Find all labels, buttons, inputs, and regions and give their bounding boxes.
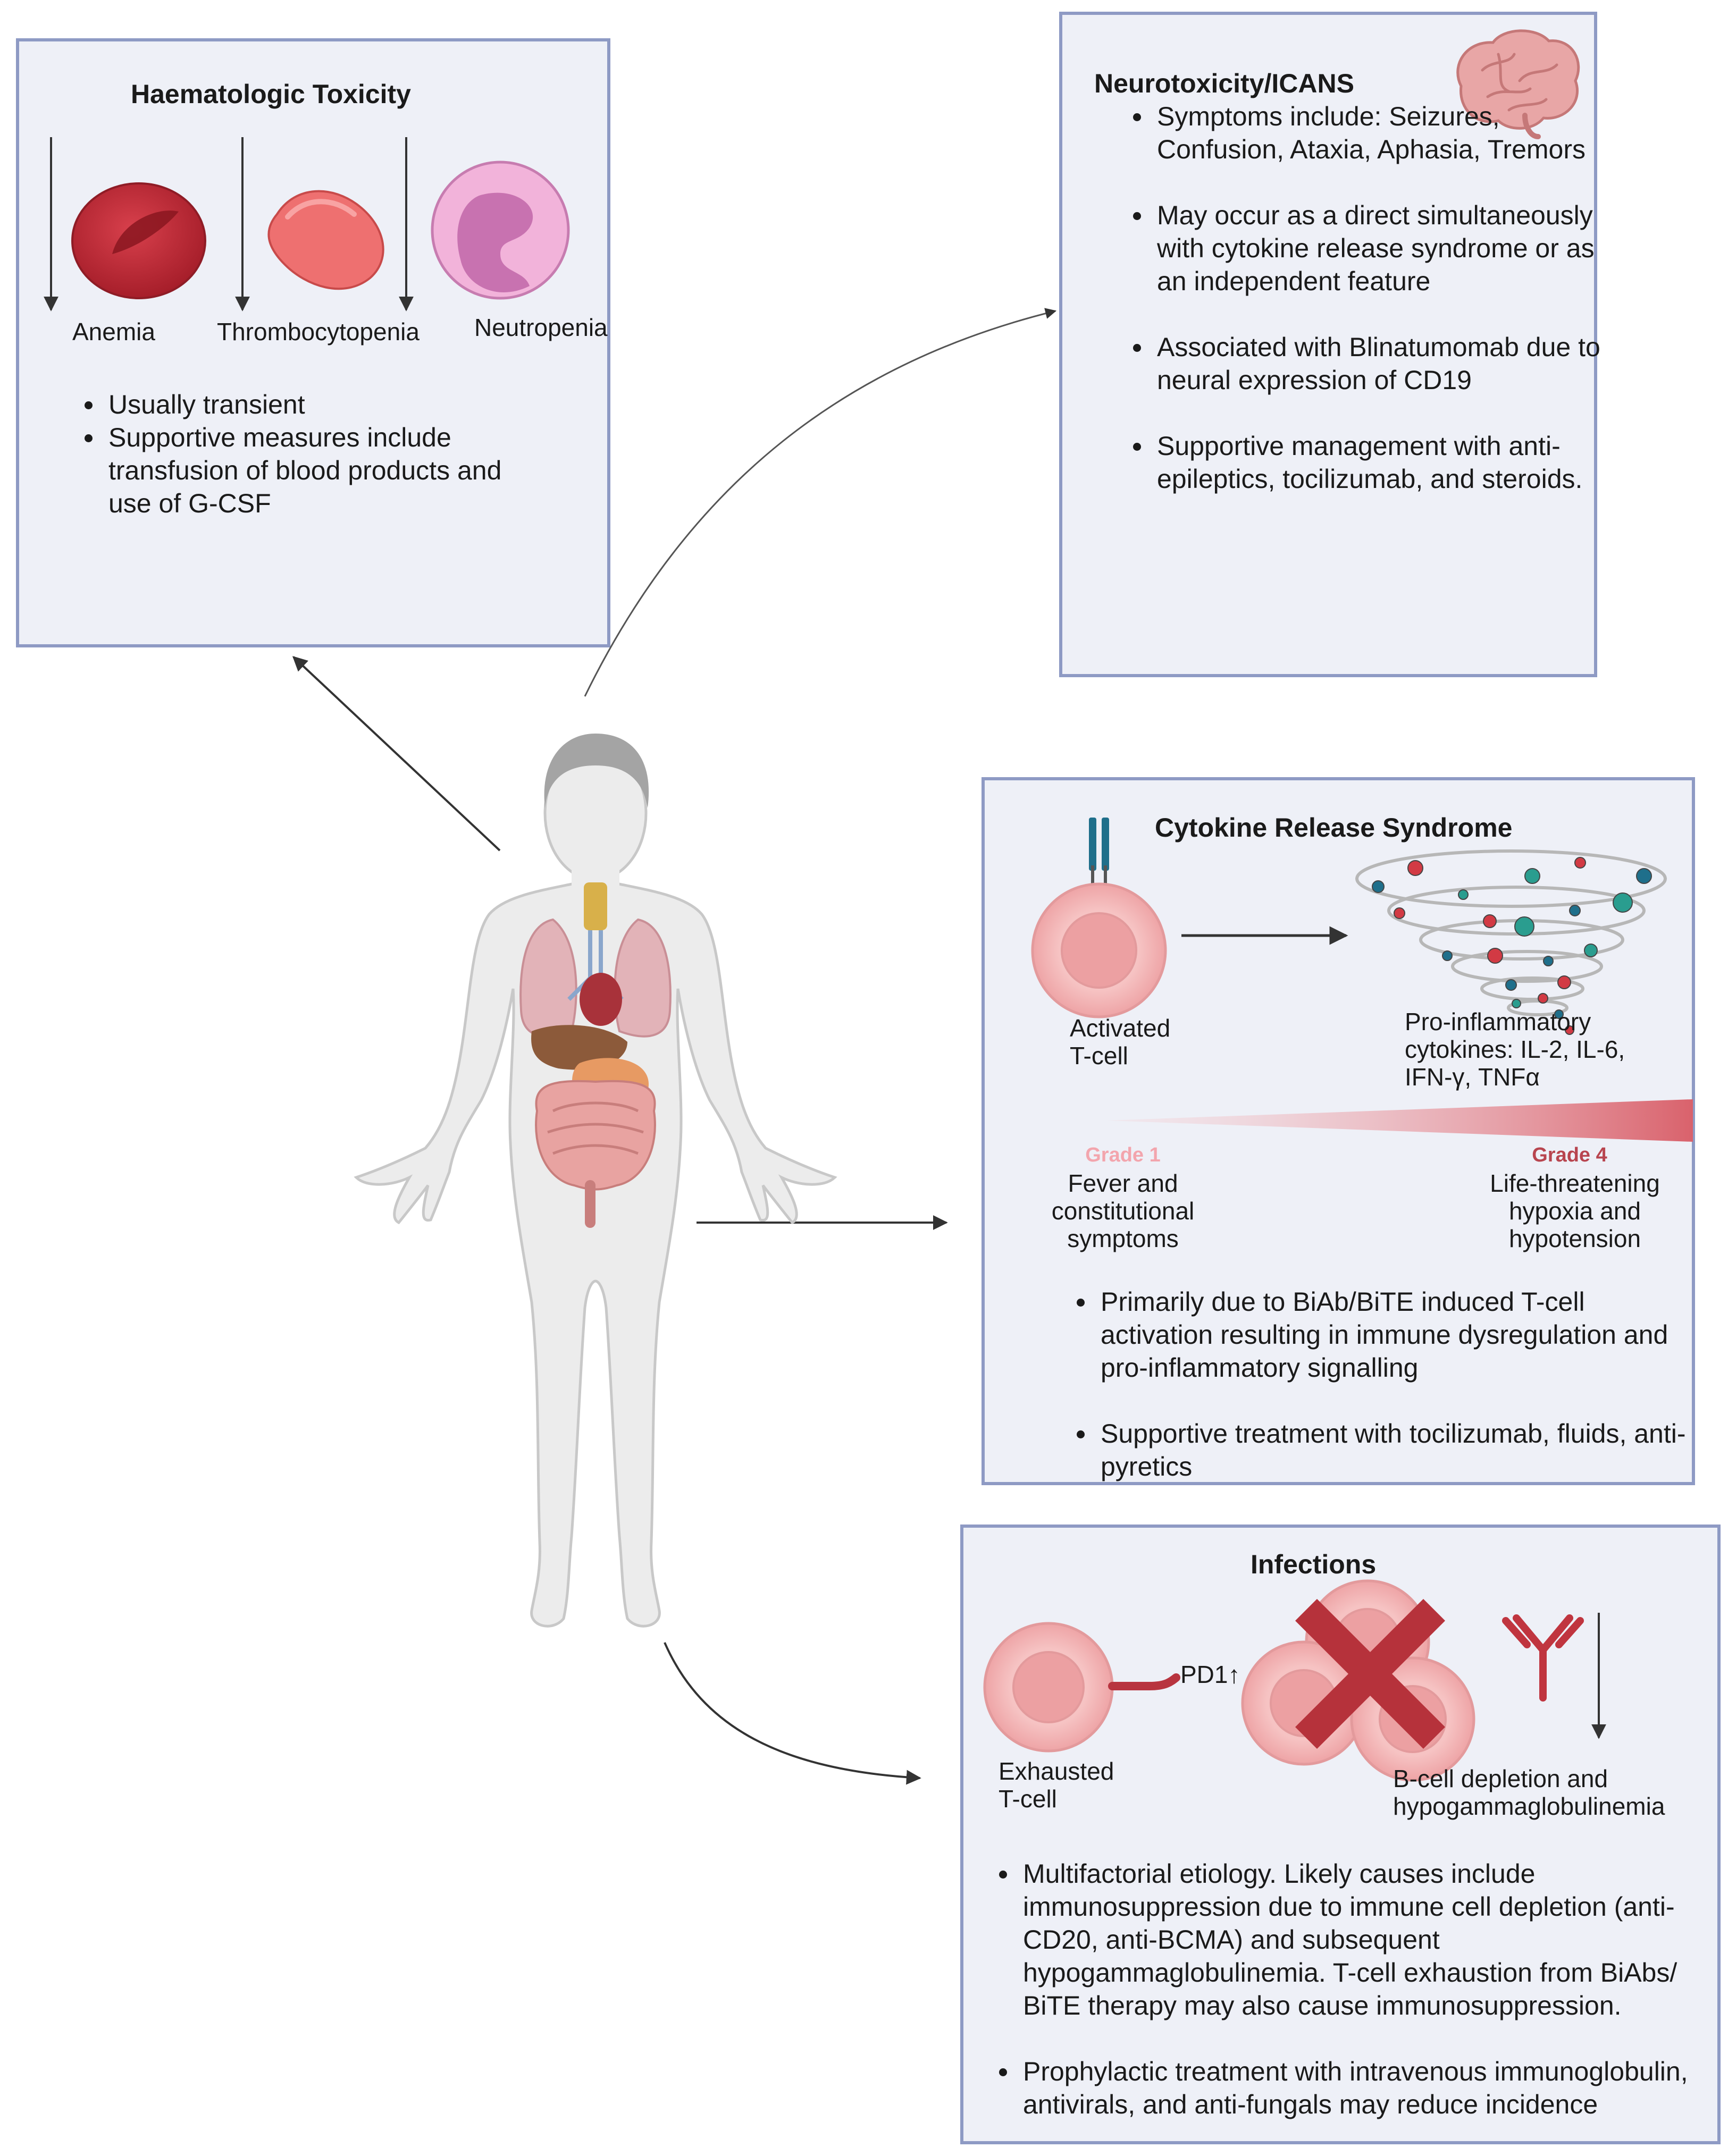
grade-1-label: Grade 1 bbox=[1085, 1144, 1161, 1166]
crs-bullet: Primarily due to BiAb/BiTE induced T-cel… bbox=[1096, 1285, 1702, 1384]
crs-bullets: Primarily due to BiAb/BiTE induced T-cel… bbox=[1059, 1285, 1702, 1483]
crs-illustration bbox=[1031, 818, 1667, 1035]
grade-4-label: Grade 4 bbox=[1532, 1144, 1607, 1166]
neutrophil-icon bbox=[431, 161, 570, 300]
neutropenia-label: Neutropenia bbox=[474, 314, 608, 341]
b-cell-depletion-label: B-cell depletion and hypogammaglobulinem… bbox=[1393, 1765, 1665, 1820]
haem-bullets: Usually transient Supportive measures in… bbox=[67, 388, 508, 520]
activated-t-cell-icon bbox=[1031, 818, 1167, 1018]
infections-bullets: Multifactorial etiology. Likely causes i… bbox=[982, 1857, 1726, 2121]
arrow-to-infections bbox=[664, 1642, 921, 1785]
infections-illustration bbox=[983, 1579, 1606, 1782]
grade-4-description: Life-threatening hypoxia and hypotension bbox=[1490, 1169, 1660, 1252]
arrow-to-neurotoxicity bbox=[584, 308, 1057, 697]
grade-1-description: Fever and constitutional symptoms bbox=[1051, 1169, 1195, 1252]
hair-icon bbox=[544, 734, 649, 808]
activated-t-cell-label: Activated T-cell bbox=[1070, 1014, 1171, 1069]
infections-panel: Infections PD1↑ bbox=[960, 1525, 1721, 2144]
platelet-icon bbox=[267, 190, 384, 290]
grade-severity-gradient bbox=[1107, 1099, 1693, 1142]
cytokine-release-syndrome-panel: Cytokine Release Syndrome bbox=[982, 777, 1695, 1485]
neurotoxicity-panel: Neurotoxicity/ICANS Symptoms include: Se… bbox=[1059, 12, 1600, 677]
neuro-bullet: May occur as a direct simultaneously wit… bbox=[1153, 199, 1621, 298]
organs-icon bbox=[519, 882, 672, 1228]
cytokines-label: Pro-inflammatory cytokines: IL-2, IL-6, … bbox=[1405, 1008, 1625, 1091]
depletion-x-icon bbox=[1295, 1598, 1446, 1749]
neuro-bullet: Associated with Blinatumomab due to neur… bbox=[1153, 331, 1621, 397]
antibody-icon bbox=[1502, 1614, 1584, 1702]
cytokine-storm-icon bbox=[1355, 849, 1667, 1016]
infections-bullet: Prophylactic treatment with intravenous … bbox=[1019, 2055, 1726, 2121]
neuro-title: Neurotoxicity/ICANS bbox=[1094, 69, 1354, 98]
arrow-to-haematologic bbox=[292, 656, 501, 852]
crs-bullet: Supportive treatment with tocilizumab, f… bbox=[1096, 1417, 1702, 1483]
haem-cells-illustration bbox=[44, 137, 570, 311]
haem-bullet: Supportive measures include transfusion … bbox=[104, 421, 508, 520]
exhausted-t-cell-icon bbox=[983, 1622, 1180, 1753]
haematologic-toxicity-panel: Haematologic Toxicity Anemia Thrombocyto… bbox=[16, 38, 610, 647]
cytokine-particles bbox=[1372, 857, 1652, 1035]
haem-bullet: Usually transient bbox=[104, 388, 508, 421]
anemia-label: Anemia bbox=[72, 318, 155, 346]
thrombocytopenia-label: Thrombocytopenia bbox=[217, 318, 420, 346]
haem-title: Haematologic Toxicity bbox=[131, 79, 411, 109]
crs-title: Cytokine Release Syndrome bbox=[1155, 813, 1513, 843]
neuro-bullet: Supportive management with anti-epilepti… bbox=[1153, 429, 1621, 495]
exhausted-t-cell-label: Exhausted T-cell bbox=[999, 1757, 1114, 1813]
infections-title: Infections bbox=[1251, 1549, 1377, 1579]
pd1-label: PD1↑ bbox=[1180, 1661, 1240, 1688]
infections-bullet: Multifactorial etiology. Likely causes i… bbox=[1019, 1857, 1726, 2022]
neuro-bullet: Symptoms include: Seizures, Confusion, A… bbox=[1153, 100, 1621, 166]
red-blood-cell-icon bbox=[71, 182, 206, 299]
brain-icon bbox=[1456, 29, 1580, 139]
neuro-bullets: Symptoms include: Seizures, Confusion, A… bbox=[1115, 100, 1621, 495]
human-body-illustration bbox=[354, 734, 837, 1628]
body-silhouette-icon bbox=[354, 745, 837, 1628]
